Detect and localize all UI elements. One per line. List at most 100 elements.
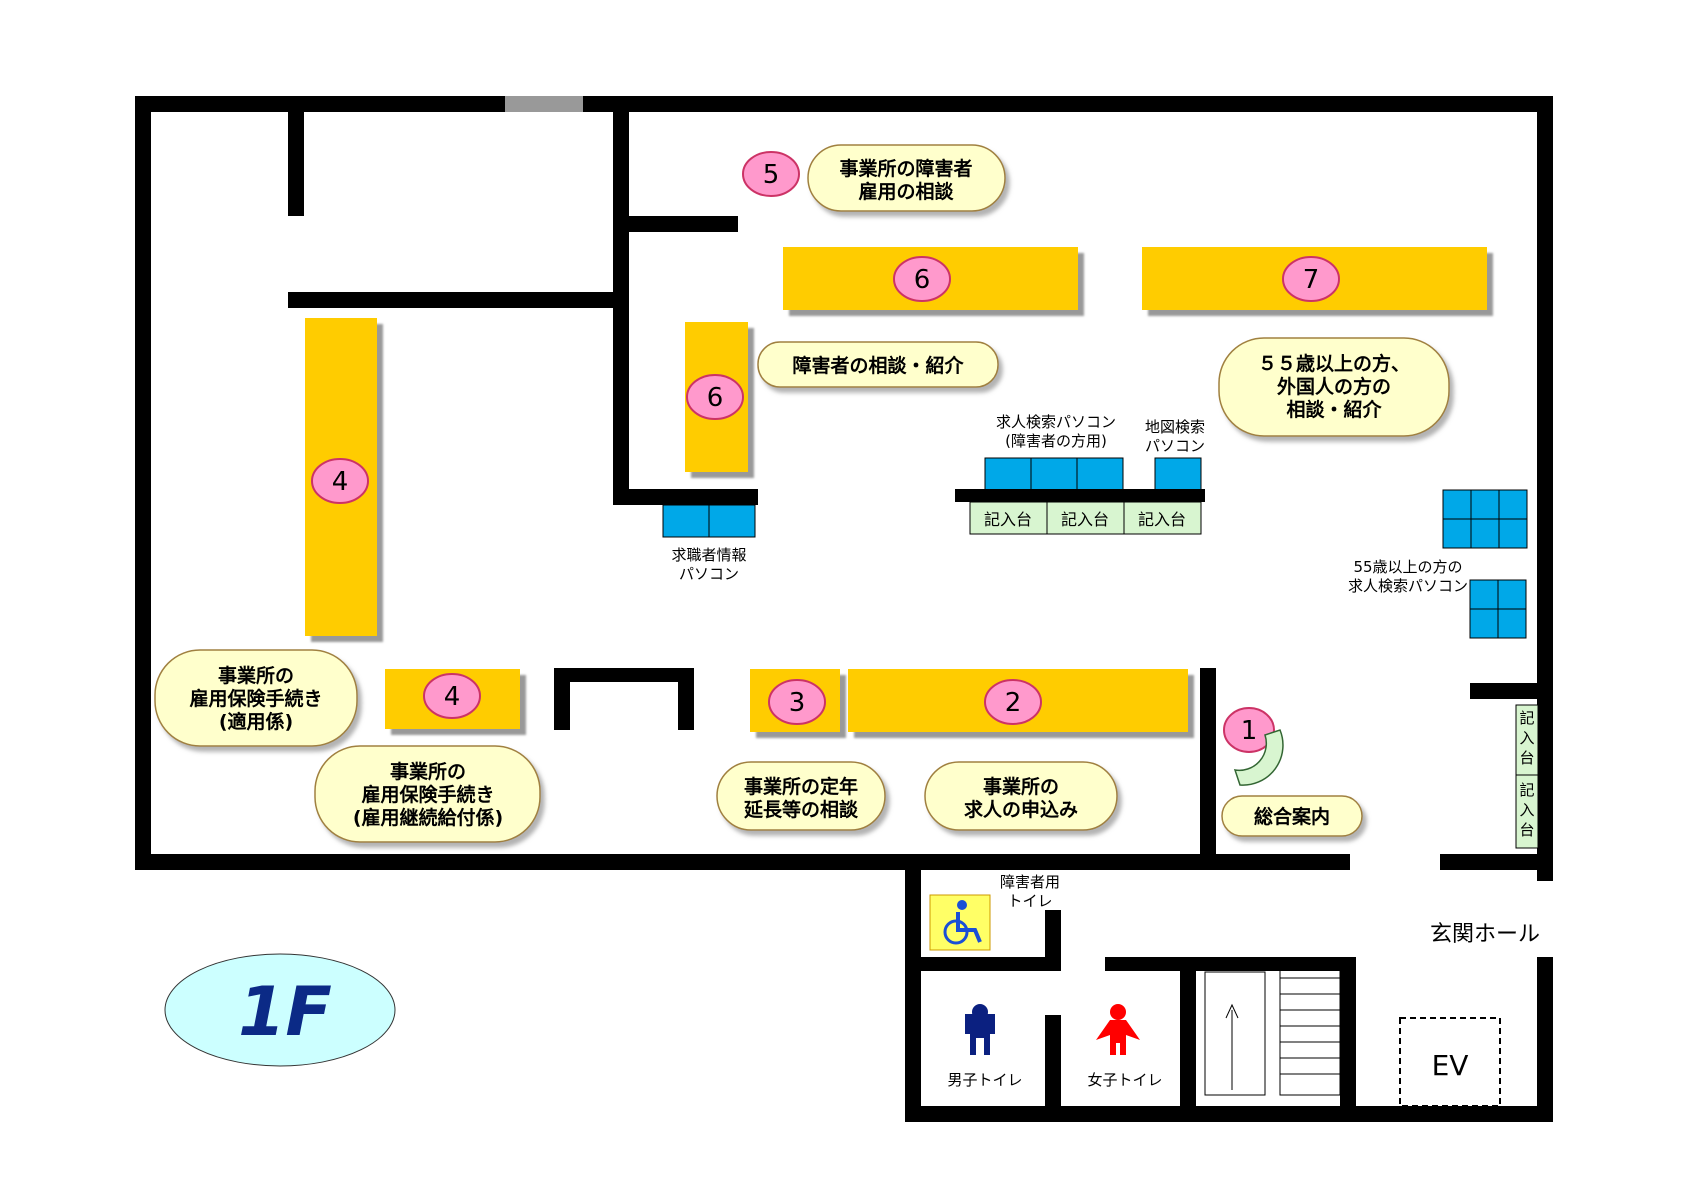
floor-badge: 1F <box>164 953 396 1067</box>
wall-toilet-divider <box>1045 1015 1061 1115</box>
callout-3: 事業所の定年 延長等の相談 <box>716 761 886 831</box>
wall-partition-base <box>613 489 758 505</box>
wall-top-left <box>135 96 505 112</box>
wall-partition-horizontal <box>288 292 618 308</box>
wall-stair-left <box>1180 957 1196 1117</box>
job-search-pc-label-1: 求人検索パソコン <box>996 413 1116 431</box>
callout-4b-line3: (雇用継続給付係) <box>353 806 503 829</box>
writing-desk-label-1: 記入台 <box>984 510 1032 529</box>
entrance-hall-label: 玄関ホール <box>1430 922 1540 947</box>
walls <box>135 96 1553 1122</box>
pc-job-seeker-group <box>662 504 756 538</box>
pc-3 <box>1076 457 1124 492</box>
wall-right-lower <box>1537 957 1553 1122</box>
callout-5-line1: 事業所の障害者 <box>839 157 972 180</box>
floor-label: 1F <box>238 973 332 1052</box>
accessible-toilet-label-2: トイレ <box>1007 892 1052 910</box>
wheelchair-icon <box>929 894 991 951</box>
wall-right-upper <box>1537 96 1553 881</box>
wall-accessible-bottom <box>921 957 1061 971</box>
callout-4a-line2: 雇用保険手続き <box>189 687 322 710</box>
writing-desk-label-3: 記入台 <box>1138 510 1186 529</box>
marker-6b-label: 6 <box>707 383 724 413</box>
marker-3: 3 <box>768 679 826 725</box>
marker-4a-label: 4 <box>332 467 349 497</box>
counters <box>305 247 1487 732</box>
callout-3-line1: 事業所の定年 <box>744 775 858 798</box>
senior-pc-label-2: 求人検索パソコン <box>1348 577 1468 595</box>
pc-2 <box>1030 457 1078 492</box>
wall-bottom <box>135 854 1350 870</box>
job-search-pc-label-2: (障害者の方用) <box>1005 432 1107 450</box>
marker-1: 1 <box>1223 707 1275 753</box>
callout-7-line3: 相談・紹介 <box>1286 398 1382 421</box>
stairs <box>1204 961 1341 1096</box>
wall-stair-right <box>1340 957 1356 1117</box>
callout-7-line2: 外国人の方の <box>1277 375 1391 398</box>
side-desk-2-char2: 入 <box>1519 801 1534 819</box>
pc-map <box>1154 457 1202 492</box>
marker-6-vertical: 6 <box>686 374 744 420</box>
marker-7: 7 <box>1282 256 1340 302</box>
callout-7-line1: ５５歳以上の方、 <box>1258 352 1410 375</box>
equipment: 記入台 記入台 記入台 求人検索パソコン (障害者の方用) 地図検索 パソコン … <box>662 413 1539 849</box>
marker-2-label: 2 <box>1005 688 1022 718</box>
callout-4b-line2: 雇用保険手続き <box>361 783 494 806</box>
callout-7: ５５歳以上の方、 外国人の方の 相談・紹介 <box>1218 337 1450 437</box>
door-gap-top <box>505 96 583 112</box>
wall-toilet-top <box>1105 957 1355 971</box>
wall-accessible-right <box>1045 910 1061 971</box>
marker-3-label: 3 <box>789 688 806 718</box>
callout-5: 事業所の障害者 雇用の相談 <box>807 144 1006 212</box>
callout-4-applied: 事業所の 雇用保険手続き (適用係) <box>154 649 358 747</box>
lower-area: 障害者用 トイレ 玄関ホール 男子トイレ 女子トイレ <box>929 873 1540 1107</box>
senior-pc-label-1: 55歳以上の方の <box>1353 558 1462 576</box>
side-desk-1-char2: 入 <box>1519 729 1534 747</box>
wall-box-top <box>554 668 694 682</box>
callouts: 事業所の障害者 雇用の相談 障害者の相談・紹介 ５５歳以上の方、 外国人の方の … <box>154 144 1450 843</box>
marker-4-vertical: 4 <box>311 458 369 504</box>
wall-left <box>135 96 151 870</box>
women-toilet-label: 女子トイレ <box>1087 1071 1162 1089</box>
marker-7-label: 7 <box>1303 265 1320 295</box>
writing-desk-label-2: 記入台 <box>1061 510 1109 529</box>
side-desk-1-char1: 記 <box>1519 709 1534 727</box>
men-toilet-icon <box>965 1004 995 1055</box>
wall-stub-upper <box>288 112 304 216</box>
pc-disabled-group <box>984 457 1202 492</box>
elevator-label: EV <box>1432 1049 1469 1082</box>
callout-2: 事業所の 求人の申込み <box>924 761 1118 831</box>
marker-6a-label: 6 <box>914 265 931 295</box>
marker-4-horizontal: 4 <box>423 673 481 719</box>
info-desk <box>1233 729 1284 786</box>
callout-4b-line1: 事業所の <box>390 760 466 783</box>
markers: 5 6 7 6 4 4 3 2 <box>311 151 1340 753</box>
job-seeker-pc-label-2: パソコン <box>679 565 739 583</box>
callout-1: 総合案内 <box>1221 795 1363 837</box>
wall-top-right <box>583 96 1553 112</box>
pc-senior-group <box>1442 489 1528 639</box>
map-pc-label-1: 地図検索 <box>1145 418 1205 436</box>
marker-5: 5 <box>742 151 800 197</box>
callout-2-line1: 事業所の <box>983 775 1059 798</box>
marker-4b-label: 4 <box>444 682 461 712</box>
callout-2-line2: 求人の申込み <box>964 798 1078 821</box>
wall-partition-vertical <box>613 112 629 505</box>
accessible-toilet-label-1: 障害者用 <box>1000 873 1060 891</box>
women-toilet-icon <box>1096 1004 1140 1055</box>
side-desk-2-char3: 台 <box>1519 821 1534 839</box>
side-writing-desks: 記 入 台 記 入 台 <box>1515 704 1539 849</box>
men-toilet-label: 男子トイレ <box>947 1071 1022 1089</box>
elevator <box>1399 1017 1501 1107</box>
side-desk-2-char1: 記 <box>1519 781 1534 799</box>
marker-5-label: 5 <box>763 160 780 190</box>
wall-lower-left <box>905 870 921 1122</box>
callout-4a-line1: 事業所の <box>218 664 294 687</box>
writing-desks: 記入台 記入台 記入台 <box>969 501 1202 535</box>
wall-box-left <box>554 668 570 730</box>
wall-lower-bottom <box>905 1106 1553 1122</box>
callout-1-line1: 総合案内 <box>1254 805 1330 828</box>
job-seeker-pc-label-1: 求職者情報 <box>671 546 746 564</box>
callout-5-line2: 雇用の相談 <box>858 180 954 203</box>
wall-desk-top <box>1470 683 1540 699</box>
